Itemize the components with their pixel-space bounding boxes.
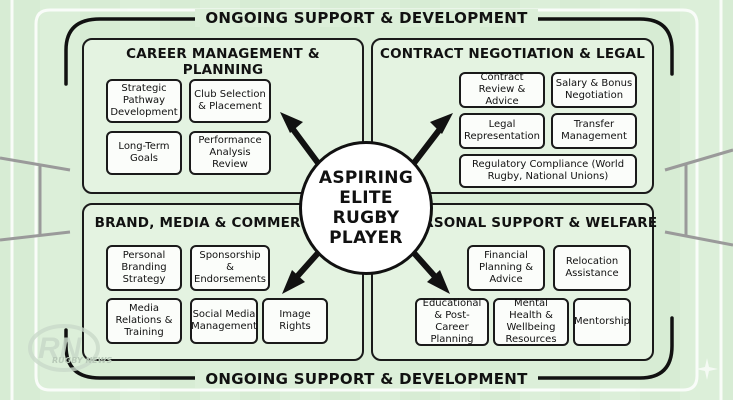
- box-strategic-pathway: Strategic Pathway Development: [106, 79, 182, 123]
- banner-top-text: ONGOING SUPPORT & DEVELOPMENT: [195, 9, 538, 27]
- left-goal-posts: [0, 156, 71, 242]
- box-image-rights: Image Rights: [262, 298, 328, 344]
- box-club-selection: Club Selection & Placement: [189, 79, 271, 123]
- box-transfer-management: Transfer Management: [551, 113, 637, 149]
- box-media-relations: Media Relations & Training: [106, 298, 182, 344]
- box-salary-bonus: Salary & Bonus Negotiation: [551, 72, 637, 108]
- box-mental-health: Mental Health & Wellbeing Resources: [493, 298, 569, 346]
- box-mentorship: Mentorship: [573, 298, 631, 346]
- rugby-news-logo: RN: [28, 324, 100, 372]
- quadrant-career-management: CAREER MANAGEMENT & PLANNING Strategic P…: [82, 38, 364, 194]
- logo-caption: RUGBY NEWS: [52, 356, 113, 365]
- quadrant-title: CONTRACT NEGOTIATION & LEGAL: [380, 46, 645, 62]
- box-social-media: Social Media Management: [190, 298, 258, 344]
- banner-bottom: ONGOING SUPPORT & DEVELOPMENT: [0, 370, 733, 388]
- box-relocation: Relocation Assistance: [553, 245, 631, 291]
- center-label: ASPIRING ELITE RUGBY PLAYER: [318, 168, 414, 248]
- box-contract-review: Contract Review & Advice: [459, 72, 545, 108]
- box-performance-analysis: Performance Analysis Review: [189, 131, 271, 175]
- banner-top: ONGOING SUPPORT & DEVELOPMENT: [0, 9, 733, 27]
- box-long-term-goals: Long-Term Goals: [106, 131, 182, 175]
- box-legal-representation: Legal Representation: [459, 113, 545, 149]
- box-personal-branding: Personal Branding Strategy: [106, 245, 182, 291]
- quadrant-title: PERSONAL SUPPORT & WELFARE: [403, 215, 658, 231]
- sparkle-icon: [696, 358, 718, 380]
- box-regulatory-compliance: Regulatory Compliance (World Rugby, Nati…: [459, 154, 637, 188]
- box-educational-planning: Educational & Post-Career Planning: [415, 298, 489, 346]
- box-financial-planning: Financial Planning & Advice: [467, 245, 545, 291]
- box-sponsorship: Sponsorship & Endorsements: [190, 245, 270, 291]
- quadrant-title: CAREER MANAGEMENT & PLANNING: [126, 46, 320, 78]
- svg-text:RN: RN: [38, 332, 83, 365]
- center-circle: ASPIRING ELITE RUGBY PLAYER: [299, 141, 433, 275]
- quadrant-title: BRAND, MEDIA & COMMERCIAL: [94, 215, 336, 231]
- banner-bottom-text: ONGOING SUPPORT & DEVELOPMENT: [195, 370, 538, 388]
- right-goal-posts: [664, 148, 733, 247]
